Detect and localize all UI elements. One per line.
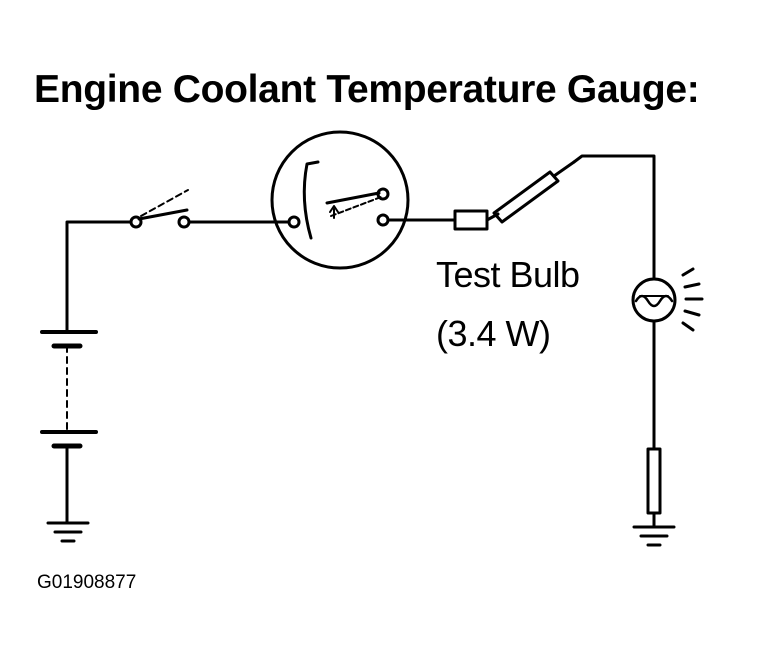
bulb-light-rays-icon: [681, 267, 704, 332]
test-lead: [453, 154, 656, 280]
test-lead-probe-tip: [552, 160, 576, 178]
test-bulb-wattage: (3.4 W): [436, 313, 551, 354]
switch-closed-position-dashed: [140, 189, 189, 217]
probe-ground-symbol: [632, 525, 676, 547]
gauge-face: [270, 130, 410, 270]
battery-symbol: [40, 220, 135, 524]
gauge-scale-arc: [302, 160, 320, 240]
gauge-needle-sweep-dashed: [330, 196, 382, 217]
gauge-terminal-left: [287, 215, 301, 229]
figure-code: G01908877: [37, 572, 137, 593]
battery-to-switch-wire: [65, 220, 135, 334]
test-bulb-label: Test Bulb: [436, 254, 580, 295]
ignition-switch-symbol: [129, 189, 292, 229]
test-bulb-symbol: [631, 267, 704, 451]
gauge-needle: [325, 191, 381, 205]
bulb-filament: [634, 294, 674, 308]
probe-to-bulb-wire: [572, 154, 656, 280]
battery-ground-symbol: [46, 521, 90, 543]
test-lead-probe: [492, 170, 560, 224]
coolant-temperature-gauge: [270, 130, 457, 270]
gauge-needle-arrowhead: [329, 205, 339, 213]
diagram-title: Engine Coolant Temperature Gauge:: [34, 68, 700, 111]
bulb-glass: [631, 277, 677, 323]
switch-blade: [137, 208, 189, 221]
test-lead-connector: [453, 209, 489, 231]
ground-probe-body: [646, 447, 662, 515]
ground-probe: [646, 447, 662, 528]
